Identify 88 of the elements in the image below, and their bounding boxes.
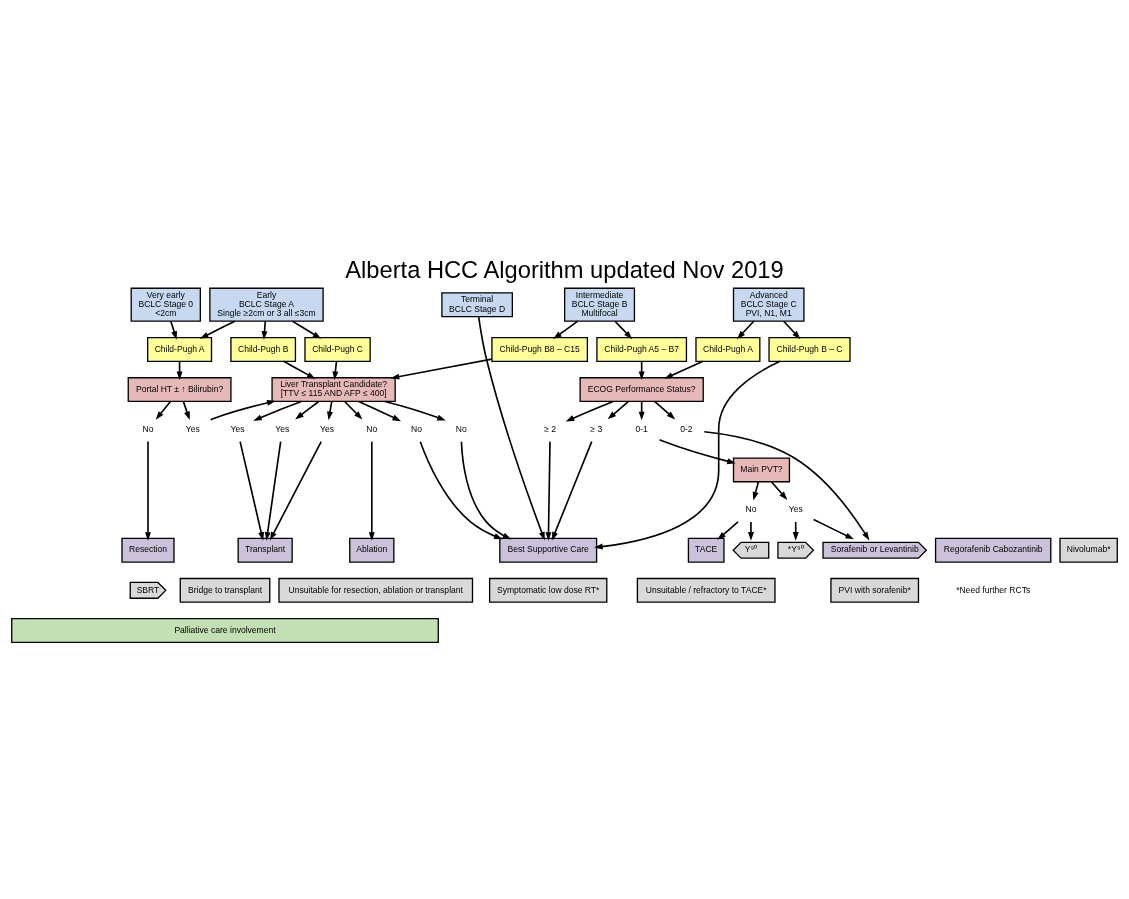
node-box: Best Supportive Care xyxy=(499,537,598,563)
node-box: Intermediate BCLC Stage B Multifocal xyxy=(564,287,636,322)
node-box: Resection xyxy=(121,537,175,563)
node-text: No xyxy=(411,423,423,434)
node-box: Symptomatic low dose RT* xyxy=(488,577,608,603)
arrow xyxy=(170,320,177,340)
arrow xyxy=(239,440,265,541)
node-text: No xyxy=(455,423,467,434)
arrow xyxy=(747,521,754,541)
arrow xyxy=(332,360,339,381)
node-text: 0-1 xyxy=(635,423,648,434)
arrow xyxy=(607,400,630,420)
arrow xyxy=(792,521,799,541)
node-box: Liver Transplant Candidate? [TTV ≤ 115 AND AFP ≤ 400] xyxy=(271,377,396,403)
arrow xyxy=(209,399,276,421)
arrow xyxy=(419,440,503,540)
arrow xyxy=(638,400,645,421)
arrow xyxy=(390,358,493,380)
arrow xyxy=(717,521,739,540)
node-box: Child-Pugh A xyxy=(695,336,761,362)
node-box: Palliative care involvement xyxy=(11,618,439,644)
arrow xyxy=(264,440,282,541)
arrow xyxy=(291,320,322,339)
arrow xyxy=(664,360,704,379)
node-box: Bridge to transplant xyxy=(179,577,271,603)
node-box: Regorafenib Cabozantinib xyxy=(934,537,1052,563)
arrow xyxy=(658,438,736,465)
diagram-title: Alberta HCC Algorithm updated Nov 2019 xyxy=(345,257,784,284)
arrow xyxy=(253,400,303,421)
node-text: Yes xyxy=(230,423,245,434)
arrow xyxy=(782,320,801,340)
node-box: Advanced BCLC Stage C PVI, N1, M1 xyxy=(732,287,805,322)
arrow xyxy=(638,360,645,381)
arrow xyxy=(261,320,268,340)
arrow xyxy=(282,360,316,379)
arrow xyxy=(295,400,320,420)
node-box: Child-Pugh A5 – B7 xyxy=(596,336,688,362)
node-box: TACE xyxy=(687,537,725,563)
arrow xyxy=(357,400,401,422)
arrow xyxy=(145,440,151,541)
node-box: Nivolumab* xyxy=(1059,537,1118,563)
node-box: ECOG Performance Status? xyxy=(579,377,704,403)
arrow xyxy=(460,440,512,540)
node-box: Child-Pugh B8 – C15 xyxy=(491,336,589,362)
node-text: Yes xyxy=(788,504,803,515)
arrow xyxy=(269,440,323,541)
node-box: Child-Pugh B xyxy=(230,336,297,362)
node-text: ≥ 3 xyxy=(590,423,603,434)
arrow xyxy=(477,315,545,541)
node-box: Child-Pugh B – C xyxy=(768,336,851,362)
node-box: Ablation xyxy=(349,537,395,563)
arrow xyxy=(199,320,236,339)
arrow xyxy=(703,430,870,541)
node-box: Child-Pugh C xyxy=(304,336,371,362)
arrow xyxy=(553,320,579,339)
arrow xyxy=(343,400,363,420)
node-text: Yes xyxy=(275,423,290,434)
node-text: No xyxy=(745,504,757,515)
node-box: Terminal BCLC Stage D xyxy=(441,292,513,318)
node-box: PVI with sorafenib* xyxy=(830,577,920,603)
node-box: Main PVT? xyxy=(732,457,791,483)
arrow xyxy=(327,400,333,421)
node-text: Yes xyxy=(185,423,200,434)
arrow xyxy=(594,360,781,550)
node-box: Unsuitable for resection, ablation or transplant xyxy=(278,577,474,603)
node-box: Child-Pugh A xyxy=(147,336,213,362)
node-text: No xyxy=(366,423,378,434)
arrow xyxy=(565,400,614,422)
node-text: Yes xyxy=(320,423,335,434)
arrow xyxy=(653,400,676,420)
node-text: 0-2 xyxy=(680,423,693,434)
arrow xyxy=(545,440,552,541)
node-box: Unsuitable / refractory to TACE* xyxy=(636,577,776,603)
arrow xyxy=(736,320,755,340)
node-box: Early BCLC Stage A Single ≥2cm or 3 all ≤3cm xyxy=(209,287,324,322)
arrow xyxy=(812,518,854,540)
arrow xyxy=(182,400,190,421)
node-text: ≥ 2 xyxy=(544,423,557,434)
arrow xyxy=(384,400,446,421)
arrow xyxy=(752,480,760,501)
arrow xyxy=(155,400,172,420)
node-text: No xyxy=(142,423,154,434)
arrow xyxy=(368,440,375,541)
node-box: Very early BCLC Stage 0 <2cm xyxy=(130,287,201,322)
node-box: Transplant xyxy=(237,537,293,563)
arrow xyxy=(551,440,593,541)
node-box: Portal HT ± ↑ Bilirubin? xyxy=(127,377,232,403)
label: *Need further RCTs xyxy=(956,584,1031,595)
